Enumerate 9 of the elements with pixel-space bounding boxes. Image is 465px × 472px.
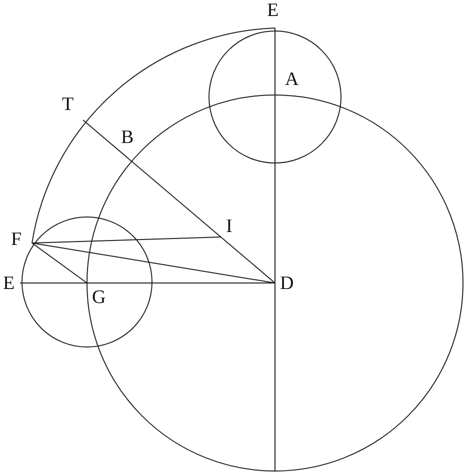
point-label: F	[11, 230, 22, 249]
point-label: I	[226, 217, 232, 236]
point-label: G	[92, 288, 106, 307]
point-label: A	[285, 70, 299, 89]
point-label: D	[280, 274, 294, 293]
point-label: E	[267, 1, 279, 20]
point-label: T	[62, 95, 74, 114]
point-label: E	[3, 274, 15, 293]
point-label: B	[121, 128, 134, 147]
